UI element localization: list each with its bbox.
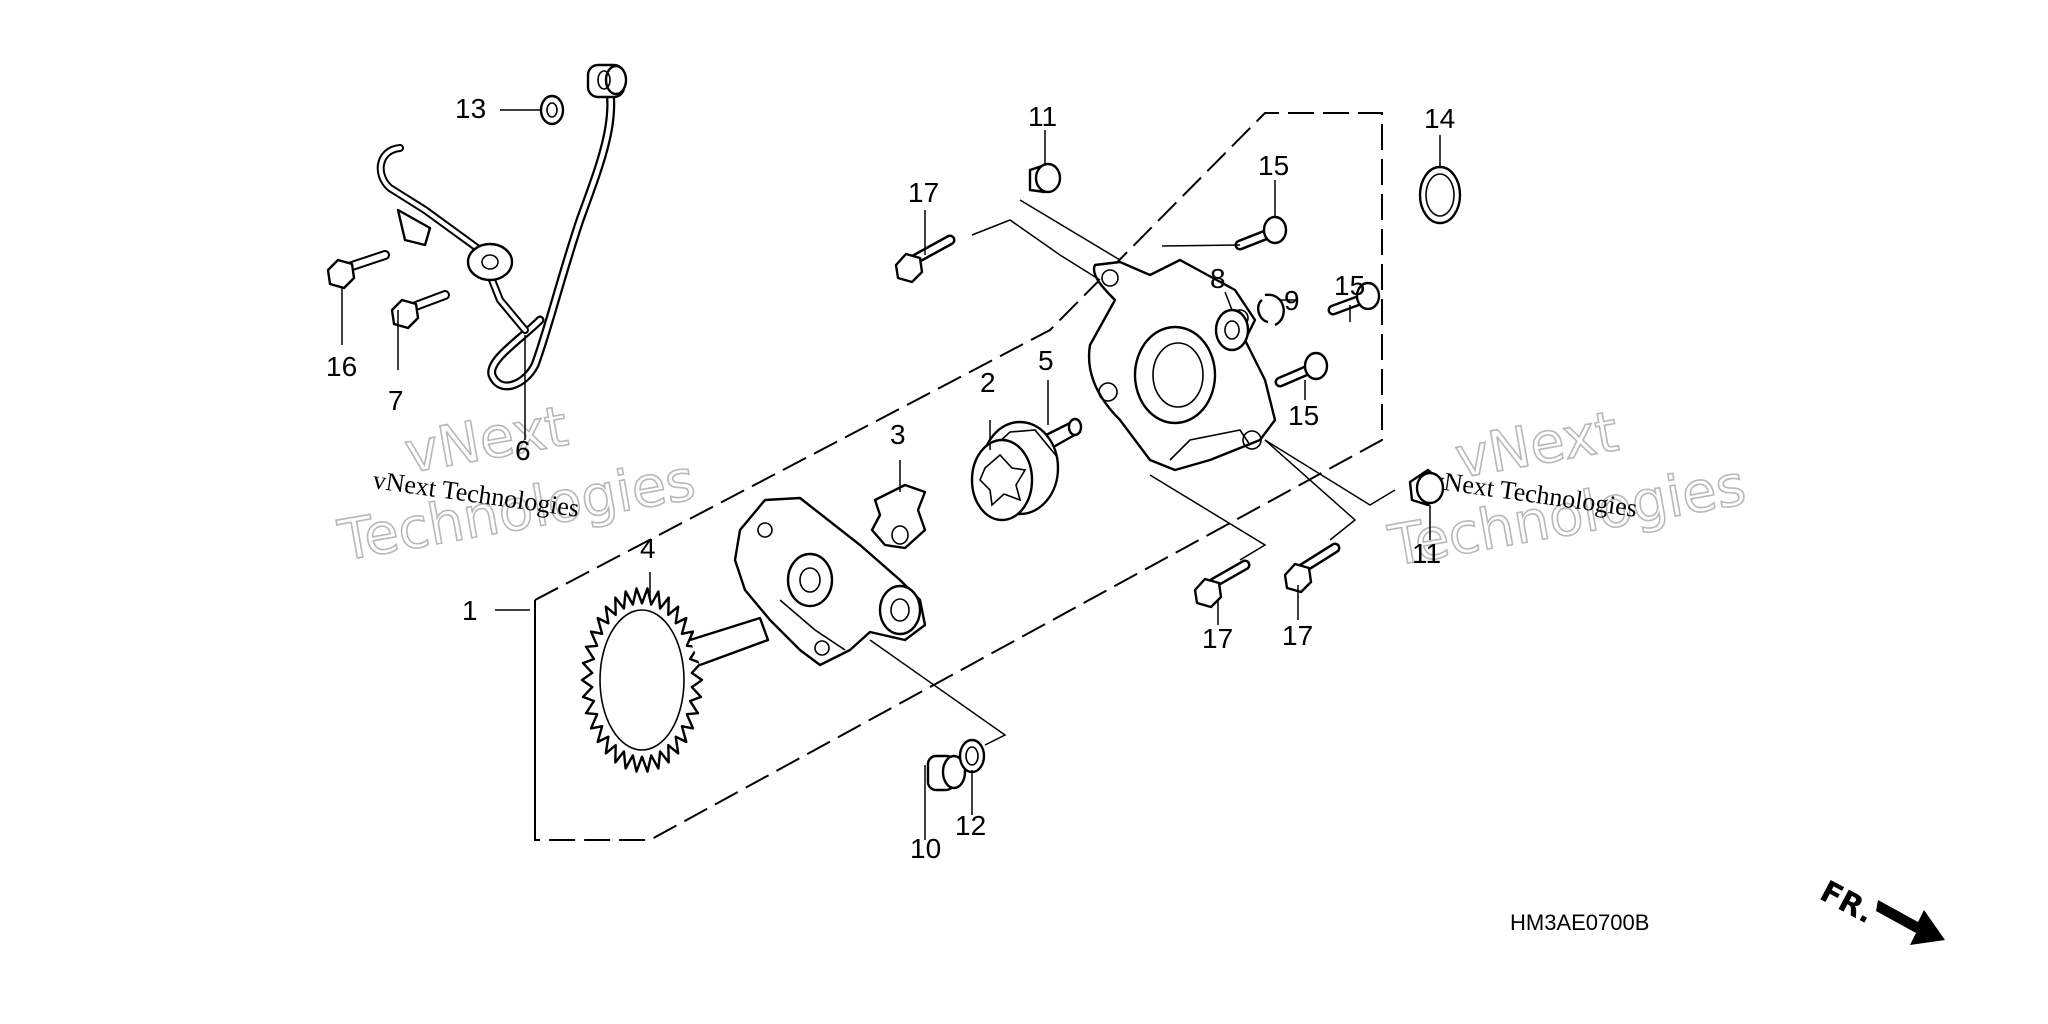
callouts: 1 2 3 4 5 6 7 8 9 10 11 11 12 13 14 15 1… (326, 93, 1455, 864)
callout-9: 9 (1284, 285, 1300, 316)
callout-15-right: 15 (1334, 270, 1365, 301)
callout-14: 14 (1424, 103, 1455, 134)
callout-6: 6 (515, 435, 531, 466)
assembly-boundary (534, 112, 1383, 841)
callout-3: 3 (890, 419, 906, 450)
bolt-15-top (1234, 215, 1288, 251)
callout-13: 13 (455, 93, 486, 124)
bolt-16 (326, 250, 390, 290)
callout-8: 8 (1210, 263, 1226, 294)
feed-line (376, 144, 529, 334)
inner-rotor-3 (870, 483, 927, 550)
clip-9 (1256, 293, 1285, 327)
callout-2: 2 (980, 367, 996, 398)
bolt-15-mid (1274, 351, 1329, 388)
bolt-7 (390, 290, 450, 330)
callout-17-top: 17 (908, 177, 939, 208)
callout-16: 16 (326, 351, 357, 382)
callout-17-lower-left: 17 (1202, 623, 1233, 654)
callout-1: 1 (462, 595, 478, 626)
washer-13 (539, 94, 565, 126)
callout-10: 10 (910, 833, 941, 864)
callout-17-lower-right: 17 (1282, 620, 1313, 651)
callout-15-mid: 15 (1288, 400, 1319, 431)
leader-lines (341, 109, 1441, 840)
collar-11-right (1408, 468, 1445, 507)
washer-12 (958, 738, 986, 774)
pump-body-rear (1087, 258, 1277, 472)
callout-4: 4 (640, 533, 656, 564)
pump-cover (733, 496, 927, 667)
oil-pipe (487, 63, 628, 391)
bolt-17-lower-right (1283, 542, 1341, 594)
washer-8 (1214, 308, 1250, 352)
callout-11-right: 11 (1412, 538, 1441, 569)
callout-7: 7 (388, 385, 404, 416)
front-arrow-icon (1876, 900, 1945, 945)
front-marker: FR. (1814, 874, 1945, 945)
collar-10 (926, 754, 967, 792)
callout-12: 12 (955, 810, 986, 841)
diagram-code: HM3AE0700B (1510, 910, 1649, 935)
callout-15-top: 15 (1258, 150, 1289, 181)
callout-11-top: 11 (1028, 101, 1057, 132)
outer-rotor-2 (970, 420, 1060, 522)
bolt-17-top (894, 234, 956, 284)
callout-5: 5 (1038, 345, 1054, 376)
collar-11-top (1028, 162, 1062, 194)
bolt-15-right (1327, 281, 1381, 316)
bolt-17-lower-left (1193, 559, 1251, 609)
front-marker-label: FR. (1814, 874, 1879, 931)
sprocket-4 (580, 587, 770, 773)
